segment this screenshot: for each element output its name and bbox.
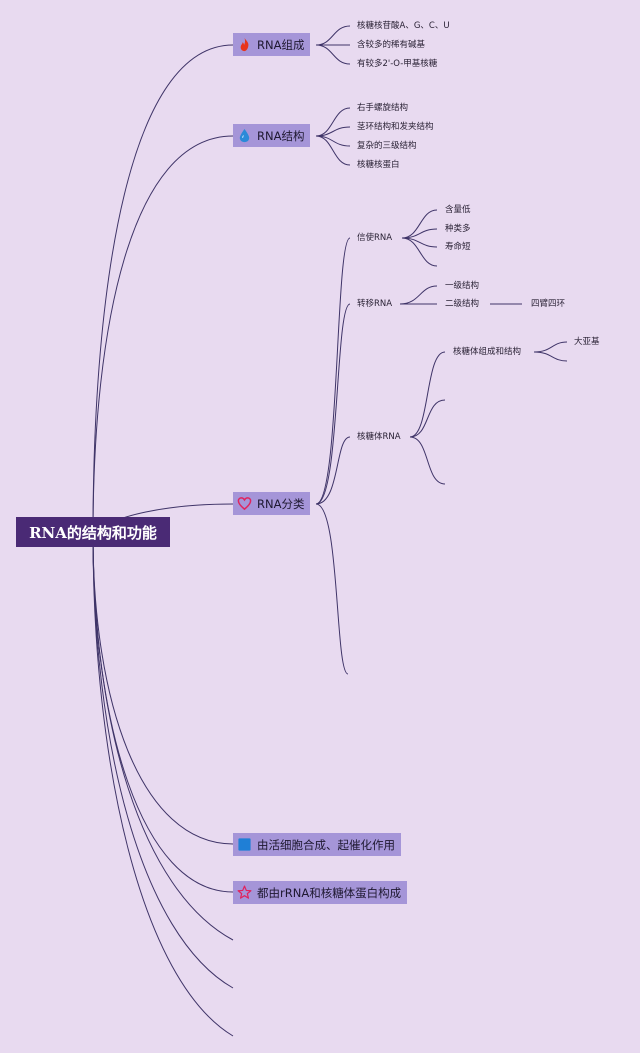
- branch-rna-structure[interactable]: RNA结构: [233, 124, 311, 147]
- node-rrna[interactable]: 核糖体RNA: [357, 432, 401, 442]
- blue-square-icon: [237, 837, 252, 852]
- branch-ribosome-composition[interactable]: 都由rRNA和核糖体蛋白构成: [233, 881, 408, 904]
- flame-icon: [237, 37, 252, 52]
- star-icon: [237, 885, 252, 900]
- leaf-structure-right-helix[interactable]: 右手螺旋结构: [357, 103, 409, 113]
- node-mrna[interactable]: 信使RNA: [357, 233, 393, 243]
- branch-label: 都由rRNA和核糖体蛋白构成: [257, 885, 402, 900]
- leaf-composition-methyl-ribose[interactable]: 有较多2'-O-甲基核糖: [357, 59, 438, 69]
- leaf-trna-primary[interactable]: 一级结构: [445, 281, 480, 291]
- leaf-composition-nucleotides[interactable]: 核糖核苷酸A、G、C、U: [357, 21, 450, 31]
- leaf-structure-tertiary[interactable]: 复杂的三级结构: [357, 141, 417, 151]
- leaf-structure-stem-loop[interactable]: 茎环结构和发夹结构: [357, 122, 434, 132]
- branch-label: RNA分类: [257, 496, 305, 511]
- leaf-trna-secondary[interactable]: 二级结构: [445, 299, 480, 309]
- leaf-mrna-many-types[interactable]: 种类多: [445, 224, 471, 234]
- branch-rna-composition[interactable]: RNA组成: [233, 33, 311, 56]
- water-drop-icon: [237, 128, 252, 143]
- leaf-trna-cloverleaf[interactable]: 四臂四环: [531, 299, 566, 309]
- node-trna[interactable]: 转移RNA: [357, 299, 393, 309]
- branch-rna-classification[interactable]: RNA分类: [233, 492, 311, 515]
- leaf-mrna-short-life[interactable]: 寿命短: [445, 242, 471, 252]
- leaf-mrna-low-content[interactable]: 含量低: [445, 205, 471, 215]
- leaf-composition-rare-bases[interactable]: 含较多的稀有碱基: [357, 40, 426, 50]
- node-ribosome-composition[interactable]: 核糖体组成和结构: [453, 347, 522, 357]
- branch-label: RNA组成: [257, 37, 305, 52]
- branch-label: RNA结构: [257, 128, 305, 143]
- leaf-structure-rnp[interactable]: 核糖核蛋白: [357, 160, 400, 170]
- branch-label: 由活细胞合成、起催化作用: [257, 837, 395, 852]
- branch-synthesis-catalysis[interactable]: 由活细胞合成、起催化作用: [233, 833, 401, 856]
- root-node[interactable]: RNA的结构和功能: [16, 517, 170, 547]
- heart-icon: [237, 496, 252, 511]
- leaf-large-subunit[interactable]: 大亚基: [574, 337, 600, 347]
